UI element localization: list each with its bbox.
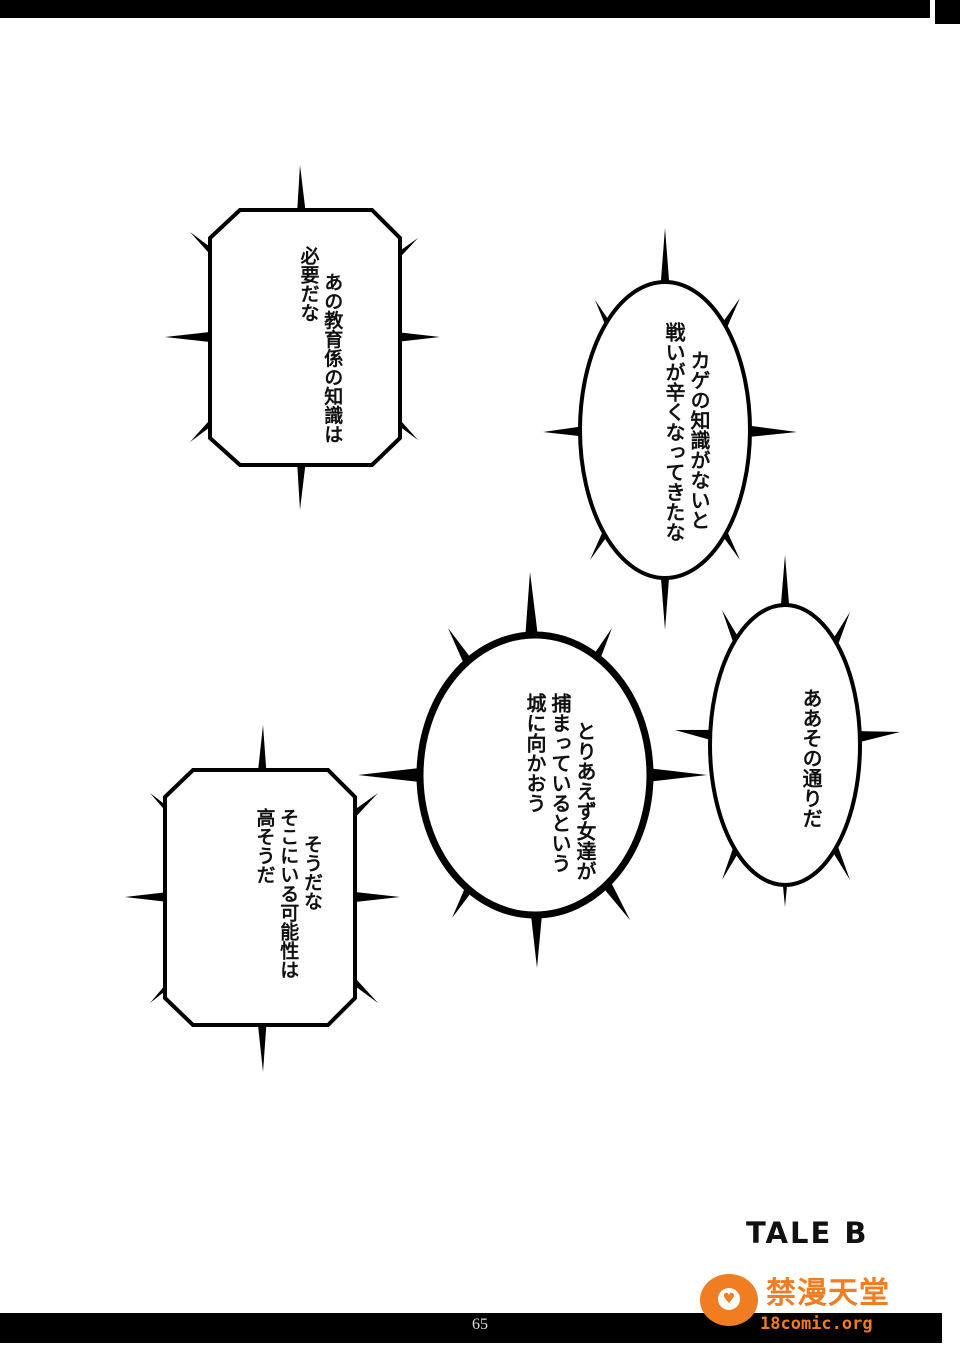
chapter-label: TALE B (746, 1216, 869, 1250)
speech-bubble-3 (416, 631, 654, 919)
bubble-2-text: カゲの知識がないと戦いが辛くなってきたな (636, 322, 736, 542)
speech-bubble-4 (708, 603, 862, 887)
bubble-2-line-2: 戦いが辛くなってきたな (662, 322, 686, 542)
bubble-5-line-1: そうだな (301, 834, 323, 911)
speech-bubble-2 (578, 280, 752, 580)
bubble-3-line-2: 捕まっているという (548, 693, 572, 873)
bottom-border-bar (0, 1313, 942, 1343)
watermark-name: 禁漫天堂 (766, 1276, 890, 1311)
watermark-url: 18comic.org (760, 1314, 873, 1334)
bubble-1-line-2: 必要だな (297, 246, 320, 322)
bubble-2-line-1: カゲの知識がないと (687, 349, 711, 530)
top-border-bar (0, 0, 930, 18)
bubble-spike (737, 424, 797, 439)
bubble-5-text: そうだなそこにいる可能性は高そうだ (228, 808, 347, 979)
bubble-4-text: ああその通りだ (773, 660, 848, 828)
bubble-4-line-1: ああその通りだ (799, 687, 823, 828)
bubble-3-text: とりあえず女達が捕まっているという城に向かおう (497, 693, 622, 881)
watermark: ♥ 禁漫天堂 18comic.org (700, 1268, 930, 1340)
heart-icon: ♥ (718, 1288, 740, 1310)
bubble-1-line-1: あの教育係の知識は (321, 272, 344, 444)
top-border-corner (935, 0, 960, 24)
bubble-3-line-3: 城に向かおう (523, 693, 547, 813)
speech-bubble-5 (163, 768, 357, 1027)
bubble-3-line-1: とりあえず女達が (573, 720, 597, 881)
watermark-mascot-icon: ♥ (700, 1274, 758, 1326)
bubble-5-line-2: そこにいる可能性は (277, 808, 300, 979)
bubble-5-line-3: 高そうだ (253, 808, 276, 884)
bubble-1-text: あの教育係の知識は必要だな (272, 246, 367, 443)
speech-bubble-1 (208, 208, 402, 467)
page-number: 65 (472, 1316, 488, 1333)
